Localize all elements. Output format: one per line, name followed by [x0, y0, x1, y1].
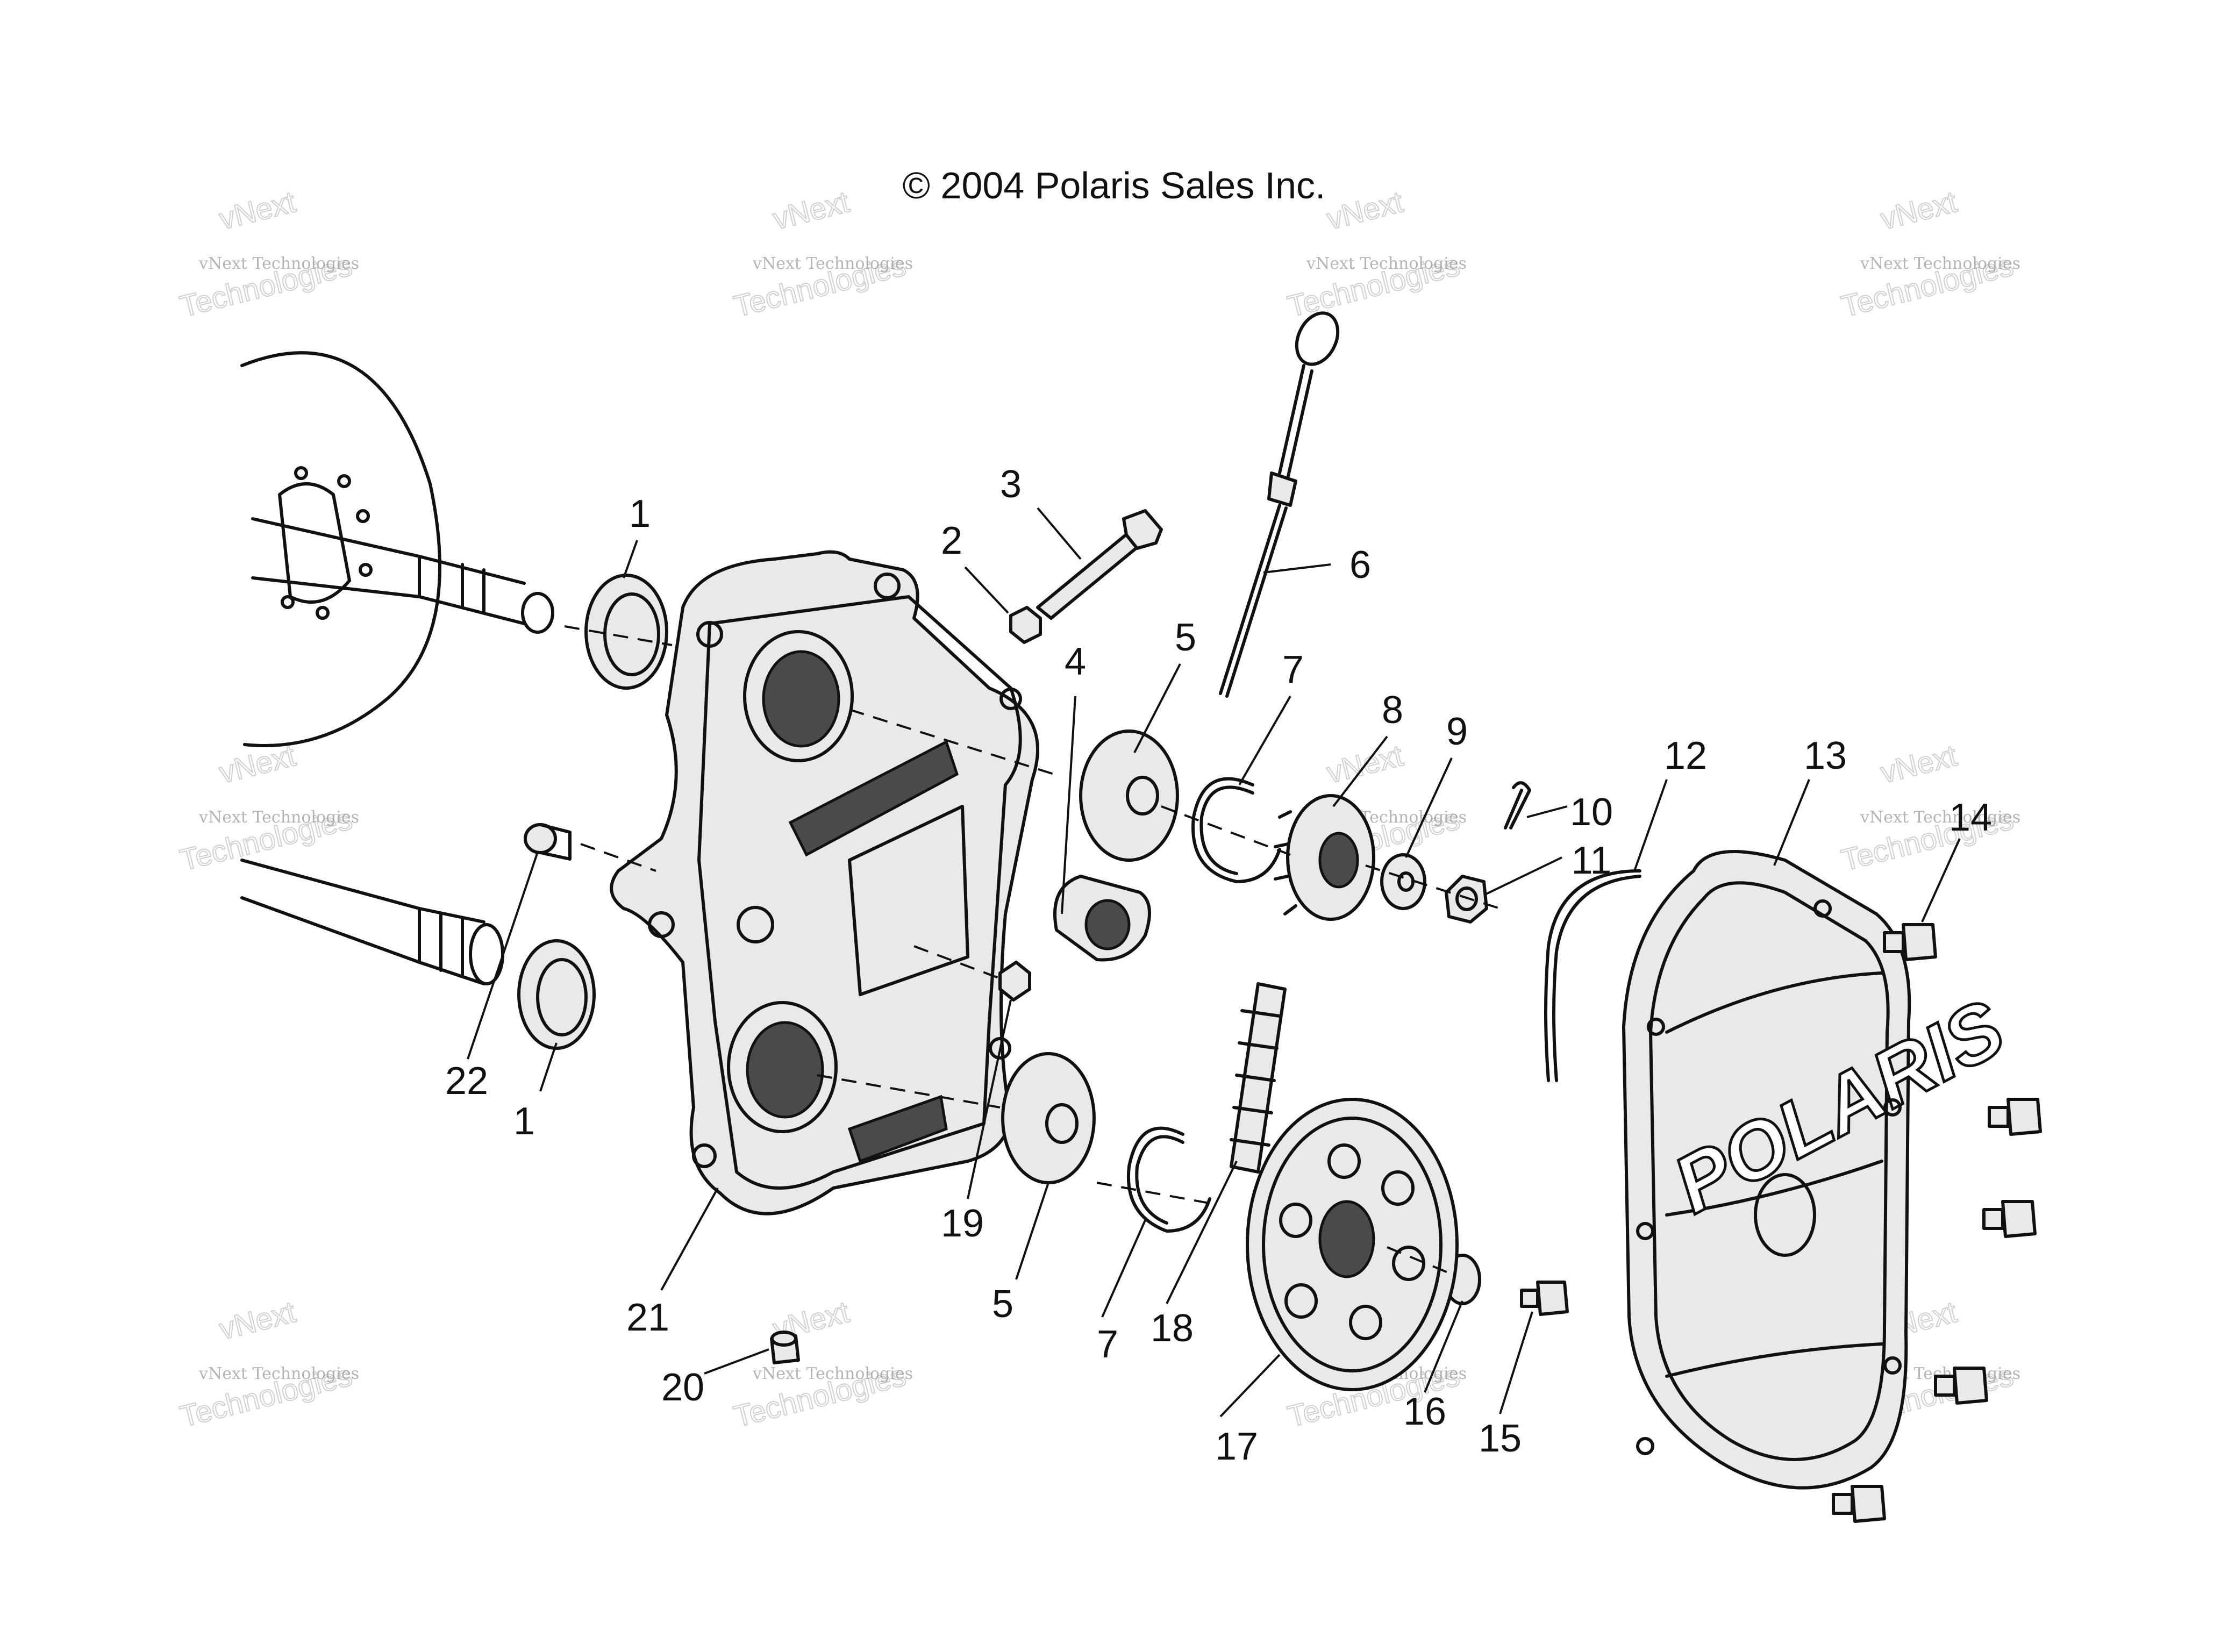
cover-gasket — [1544, 869, 1641, 1082]
copyright-notice: © 2004 Polaris Sales Inc. — [902, 165, 1326, 206]
callout-17: 17 — [1215, 1425, 1258, 1468]
svg-text:vNext: vNext — [216, 184, 299, 236]
svg-text:vNext Technologies: vNext Technologies — [198, 254, 359, 273]
callout-20: 20 — [661, 1366, 704, 1409]
svg-text:vNext Technologies: vNext Technologies — [752, 1364, 913, 1383]
lower-sprocket — [1246, 1098, 1459, 1391]
callout-1-lower: 1 — [513, 1100, 535, 1143]
callout-14: 14 — [1949, 796, 1992, 839]
cover-bolt — [1832, 1485, 1886, 1523]
callout-7: 7 — [1282, 648, 1304, 691]
callout-16: 16 — [1403, 1390, 1446, 1433]
svg-text:vNext: vNext — [769, 184, 853, 236]
chaincase-housing — [610, 550, 1039, 1215]
long-bolt — [1036, 509, 1163, 620]
callout-4: 4 — [1065, 640, 1086, 683]
cover-bolt — [1520, 1281, 1569, 1316]
watermark: vNext vNext Technologies Technologies — [176, 1294, 360, 1434]
bearing-upper — [1079, 730, 1179, 862]
castle-nut — [1445, 875, 1488, 924]
tensioner-block — [1053, 875, 1151, 962]
svg-text:vNext Technologies: vNext Technologies — [198, 1364, 359, 1383]
callout-5-lower: 5 — [992, 1283, 1013, 1326]
svg-text:vNext: vNext — [1877, 184, 1960, 236]
cover-bolt — [1883, 923, 1937, 961]
cover-bolt — [1982, 1200, 2037, 1238]
upper-shaft — [251, 517, 554, 634]
watermark: vNext vNext Technologies Technologies — [1284, 184, 1467, 324]
svg-text:vNext Technologies: vNext Technologies — [198, 808, 359, 827]
watermark: vNext vNext Technologies Technologies — [1838, 184, 2021, 324]
callout-19: 19 — [941, 1202, 984, 1245]
callout-10: 10 — [1570, 791, 1613, 834]
callout-7-lower: 7 — [1097, 1323, 1118, 1366]
svg-text:vNext: vNext — [1877, 738, 1960, 790]
callout-11: 11 — [1572, 839, 1612, 882]
cover-bolt — [1934, 1367, 1988, 1405]
svg-text:vNext Technologies: vNext Technologies — [1306, 254, 1467, 273]
watermark: vNext vNext Technologies Technologies — [1838, 738, 2021, 877]
assembly-centerlines — [564, 625, 1501, 1275]
callout-5: 5 — [1175, 616, 1196, 659]
watermark: vNext vNext Technologies Technologies — [176, 738, 360, 877]
drive-chain — [1230, 982, 1287, 1174]
svg-text:vNext: vNext — [216, 1295, 299, 1346]
callout-21: 21 — [626, 1296, 669, 1339]
upper-sprocket — [1274, 794, 1375, 921]
lower-shaft — [240, 859, 504, 985]
svg-text:vNext Technologies: vNext Technologies — [752, 254, 913, 273]
callout-12: 12 — [1664, 734, 1707, 777]
callout-6: 6 — [1349, 543, 1371, 587]
callout-18: 18 — [1151, 1307, 1194, 1350]
svg-text:vNext Technologies: vNext Technologies — [1860, 808, 2020, 827]
cover-bolt — [1988, 1098, 2042, 1136]
callout-3: 3 — [1000, 463, 1022, 506]
seal-lower — [517, 939, 596, 1050]
callout-1: 1 — [629, 492, 651, 535]
leader-lines — [467, 507, 1961, 1418]
snap-ring-lower — [1126, 1126, 1211, 1233]
snap-ring-upper — [1191, 777, 1281, 883]
svg-text:vNext Technologies: vNext Technologies — [1860, 254, 2020, 273]
callout-9: 9 — [1446, 710, 1468, 753]
callout-8: 8 — [1382, 689, 1403, 732]
seal-upper — [584, 574, 668, 690]
callout-22: 22 — [445, 1060, 488, 1103]
bearing-lower — [1001, 1052, 1096, 1184]
watermark: vNext vNext Technologies Technologies — [730, 1294, 913, 1434]
callout-labels: 1 2 3 4 5 6 7 8 9 10 11 12 13 14 1 22 19… — [445, 463, 1992, 1468]
drain-plug — [770, 1331, 800, 1364]
callout-15: 15 — [1479, 1417, 1522, 1460]
svg-text:vNext: vNext — [1323, 184, 1406, 236]
dipstick — [1219, 311, 1340, 698]
dowel-pin — [524, 823, 572, 861]
drive-sheave — [240, 351, 441, 747]
watermark: vNext vNext Technologies Technologies — [730, 184, 913, 324]
callout-13: 13 — [1804, 734, 1847, 777]
callout-2: 2 — [941, 519, 962, 562]
nut-small — [1009, 606, 1042, 644]
cotter-pin — [1504, 781, 1531, 829]
housing-nut — [998, 961, 1031, 1002]
watermark: vNext vNext Technologies Technologies — [176, 184, 360, 324]
